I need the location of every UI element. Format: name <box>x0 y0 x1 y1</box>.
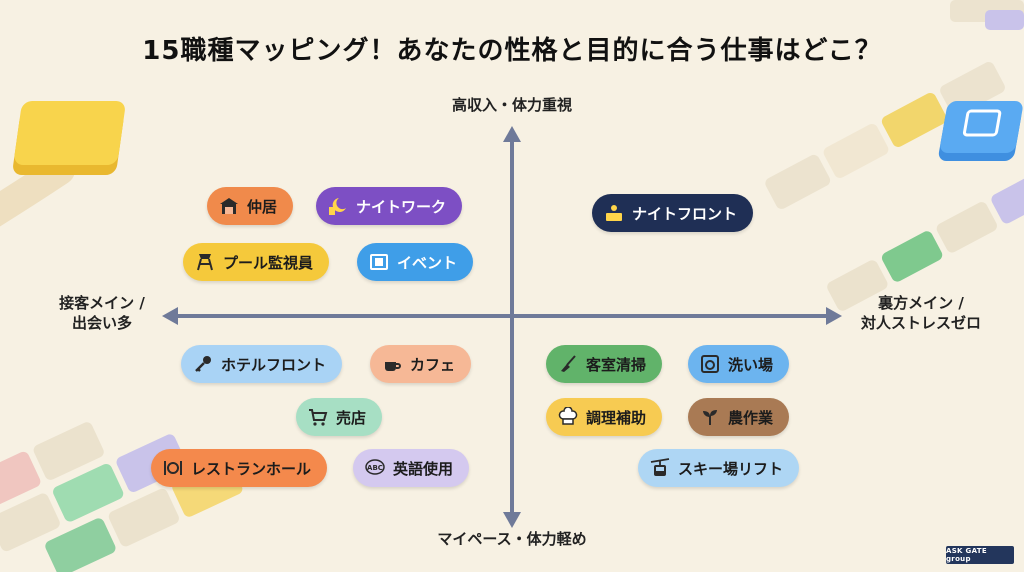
job-pill-hotel-front: ホテルフロント <box>181 345 343 383</box>
job-label: 調理補助 <box>586 408 647 427</box>
cutlery-icon <box>163 458 183 478</box>
job-pill-farm-work: 農作業 <box>688 398 790 436</box>
lifeguard-tower-icon <box>195 252 215 272</box>
job-pill-shop: 売店 <box>296 398 383 436</box>
moon-building-icon <box>328 196 348 216</box>
film-icon <box>369 252 389 272</box>
job-pill-night-work: ナイトワーク <box>316 187 463 225</box>
coffee-cup-icon <box>382 354 402 374</box>
job-label: ナイトフロント <box>632 204 738 223</box>
axis-label-bottom: マイペース・体力軽め <box>437 530 587 548</box>
abc-bubble-icon: ABC <box>365 458 385 478</box>
axis-label-left: 接客メイン / 出会い多 <box>59 294 145 333</box>
job-pill-event: イベント <box>357 243 474 281</box>
job-pill-cafe: カフェ <box>370 345 472 383</box>
page-title: 15職種マッピング！あなたの性格と目的に合う仕事はどこ？ <box>142 36 882 66</box>
job-pill-nakai: 仲居 <box>207 187 294 225</box>
job-pill-night-front: ナイトフロント <box>592 194 754 232</box>
job-label: プール監視員 <box>223 253 314 272</box>
front-desk-icon <box>604 203 624 223</box>
job-label: イベント <box>397 253 458 272</box>
job-label: スキー場リフト <box>678 459 784 478</box>
job-pill-english: ABC 英語使用 <box>353 449 470 487</box>
svg-text:ABC: ABC <box>367 464 383 472</box>
job-label: 客室清掃 <box>586 355 647 374</box>
job-label: カフェ <box>410 355 456 374</box>
job-label: ナイトワーク <box>356 197 447 216</box>
axis-label-top: 高収入・体力重視 <box>451 96 572 114</box>
job-pill-ski-lift: スキー場リフト <box>638 449 800 487</box>
job-label: 売店 <box>336 408 367 427</box>
job-label: ホテルフロント <box>221 355 327 374</box>
ski-lift-icon <box>650 458 670 478</box>
job-pill-room-cleaning: 客室清掃 <box>546 345 663 383</box>
key-icon <box>193 354 213 374</box>
job-pill-cooking-assist: 調理補助 <box>546 398 663 436</box>
cart-icon <box>308 407 328 427</box>
broom-icon <box>558 354 578 374</box>
job-label: 英語使用 <box>393 459 454 478</box>
job-label: 洗い場 <box>728 355 774 374</box>
axis-label-right: 裏方メイン / 対人ストレスゼロ <box>860 294 981 333</box>
ryokan-icon <box>219 196 239 216</box>
chef-hat-icon <box>558 406 578 427</box>
job-pill-restaurant-hall: レストランホール <box>151 449 328 487</box>
job-label: レストランホール <box>191 459 312 478</box>
job-label: 農作業 <box>728 408 774 427</box>
job-pill-pool-lifeguard: プール監視員 <box>183 243 330 281</box>
job-pill-dishwashing: 洗い場 <box>688 345 790 383</box>
brand-logo: ASK GATE group <box>946 546 1014 564</box>
job-label: 仲居 <box>247 197 278 216</box>
washer-icon <box>700 354 720 374</box>
sprout-icon <box>700 407 720 427</box>
